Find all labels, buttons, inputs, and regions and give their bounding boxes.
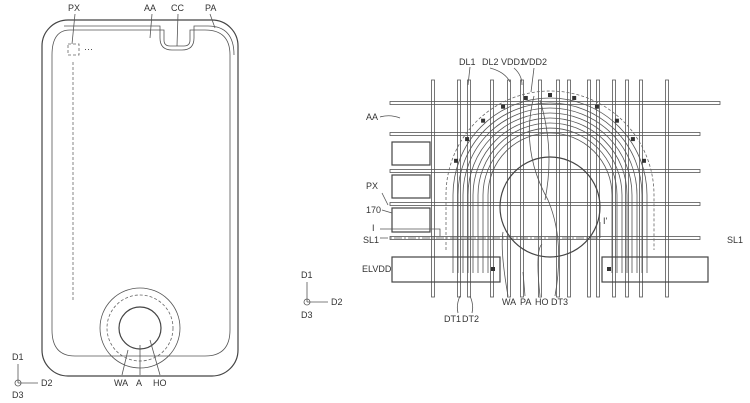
data-line (557, 80, 560, 297)
label-dt1: DT1 (444, 314, 461, 324)
label-cc: CC (171, 3, 184, 13)
label-elvdd: ELVDD (362, 264, 392, 274)
contact-hole (501, 105, 505, 109)
scan-line (390, 203, 700, 206)
detour-wire (453, 98, 647, 273)
label-dt3: DT3 (551, 297, 568, 307)
data-line (568, 80, 571, 297)
label-ho: HO (153, 378, 167, 388)
label-ho: HO (535, 297, 549, 307)
label-wa: WA (502, 297, 516, 307)
peripheral-boundary (446, 91, 654, 250)
label-i-prime: I' (603, 216, 608, 226)
label-pa: PA (520, 297, 531, 307)
detour-wire (473, 118, 627, 273)
pixel-block (392, 208, 430, 232)
data-line (432, 80, 435, 297)
hole-ho (500, 157, 600, 257)
label-px: PX (68, 3, 80, 13)
svg-text:D2: D2 (41, 378, 53, 388)
label-sl1-right: SL1 (727, 235, 743, 245)
contact-hole (548, 93, 552, 97)
label-sl1-left: SL1 (363, 235, 379, 245)
contact-hole (595, 105, 599, 109)
label-vdd2: VDD2 (523, 57, 547, 67)
label-pa: PA (205, 3, 216, 13)
wiring-detail-figure: DL1 DL2 VDD1 VDD2 AA PX 170 I SL1 I' SL1… (301, 57, 743, 324)
elvdd-line-right (602, 257, 708, 282)
contact-hole (631, 137, 635, 141)
label-aa: AA (144, 3, 156, 13)
detour-wire (488, 133, 612, 273)
label-dt2: DT2 (462, 314, 479, 324)
scan-line (390, 170, 700, 173)
detour-wire (483, 128, 617, 273)
hole-circle (119, 307, 161, 349)
label-vdd1: VDD1 (501, 57, 525, 67)
contact-hole (615, 119, 619, 123)
axis-indicator: D1 D2 D3 (301, 270, 343, 320)
detour-wire (458, 103, 642, 273)
label-aa: AA (366, 112, 378, 122)
data-line (491, 80, 494, 297)
svg-text:D1: D1 (12, 352, 24, 362)
pixel-block (392, 142, 430, 165)
label-i: I (372, 223, 375, 233)
contact-hole (572, 96, 576, 100)
data-line (539, 80, 542, 297)
pixel-box (68, 44, 79, 55)
contact-hole (481, 119, 485, 123)
contact-hole (524, 96, 528, 100)
contact-hole (454, 159, 458, 163)
detour-wire (468, 113, 632, 273)
svg-text:D3: D3 (301, 310, 313, 320)
pixel-block (392, 175, 430, 198)
display-device-figure: ··· PX AA CC PA WA A HO D1 D2 D3 (12, 3, 238, 400)
svg-text:···: ··· (84, 44, 93, 54)
svg-text:D3: D3 (12, 390, 24, 400)
label-dl1: DL1 (459, 57, 476, 67)
contact-hole (465, 137, 469, 141)
svg-text:D2: D2 (331, 297, 343, 307)
axis-indicator: D1 D2 D3 (12, 352, 53, 400)
detour-wire (478, 123, 622, 273)
data-line (666, 80, 669, 297)
label-wa: WA (114, 378, 128, 388)
label-px: PX (366, 181, 378, 191)
elvdd-line-left (392, 257, 500, 282)
svg-text:D1: D1 (301, 270, 313, 280)
contact-hole (642, 159, 646, 163)
device-outline (42, 20, 238, 376)
label-170: 170 (366, 205, 381, 215)
label-a: A (136, 378, 142, 388)
label-dl2: DL2 (482, 57, 499, 67)
